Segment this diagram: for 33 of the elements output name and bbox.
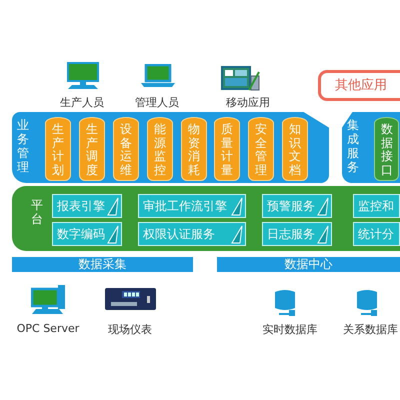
panel-heading: 集成服务 [347,118,360,174]
module-cylinder: 质量计量 [214,117,240,181]
service-tag: 数字编码 [52,222,122,246]
service-tag: 审批工作流引擎 [138,194,246,218]
layer-bar: 数据采集 [12,257,193,272]
module-cylinder: 设备运维 [113,117,139,181]
icon-caption: 关系数据库 [343,322,398,337]
app-box: 其他应用 [318,70,400,101]
service-tag: 监控和 [353,194,400,218]
service-tag: 权限认证服务 [138,222,246,246]
icon-caption: OPC Server [16,322,80,335]
module-cylinder: 物资消耗 [181,117,207,181]
panel-heading: 平台 [31,198,44,226]
module-cylinder: 数据接口 [374,117,399,181]
icon-caption: 现场仪表 [108,322,152,337]
layer-bar: 数据中心 [217,257,400,272]
service-tag: 预警服务 [262,194,332,218]
module-cylinder: 生产计划 [45,117,71,181]
icon-caption: 管理人员 [135,95,179,110]
module-cylinder: 知识文档 [282,117,308,181]
layer-panel [12,112,329,183]
layer-panel [12,186,400,251]
module-cylinder: 能源监控 [147,117,173,181]
service-tag: 统计分 [353,222,400,246]
icon-caption: 移动应用 [226,95,270,110]
icon-caption: 生产人员 [60,95,104,110]
module-cylinder: 安全管理 [248,117,274,181]
module-cylinder: 生产调度 [79,117,105,181]
panel-heading: 业务管理 [17,118,30,174]
icon-caption: 实时数据库 [262,322,318,337]
service-tag: 日志服务 [262,222,332,246]
service-tag: 报表引擎 [52,194,122,218]
layer-panel [342,112,400,183]
